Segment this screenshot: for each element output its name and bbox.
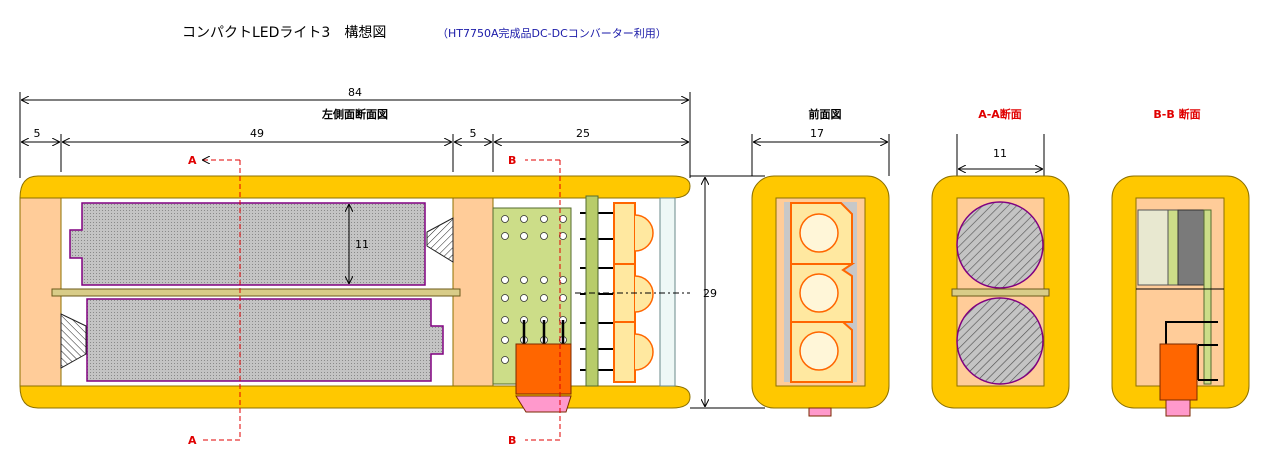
side-view-title: 左側面断面図 [321,107,388,121]
spring-top [426,217,454,263]
dimension-head-label: 25 [576,127,590,140]
dimension-segments [22,134,688,172]
led-array [613,202,654,383]
dimension-front-width-label: 17 [810,127,824,140]
section-mark-a-bottom: A [188,434,197,447]
section-line-a [203,160,241,441]
spring-bottom [60,313,87,369]
dimension-front-width [751,134,890,176]
dimension-aa-width-label: 11 [993,147,1007,160]
dimension-gap-label: 5 [470,127,477,140]
drawing-subtitle: （HT7750A完成品DC-DCコンバーター利用） [437,26,667,40]
dimension-battery-label: 49 [250,127,264,140]
section-mark-b-top: B [508,154,516,167]
front-view [751,175,890,417]
dimension-total-label: 84 [348,86,362,99]
section-mark-a-top: A [188,154,197,167]
section-mark-b-bottom: B [508,434,516,447]
dimension-aa-width [956,134,1045,176]
front-lens [659,197,676,387]
battery-top [69,202,426,286]
aa-section [931,175,1070,409]
drawing-title: コンパクトLEDライト3 構想図 [182,25,386,41]
dcdc-converter [515,343,572,395]
battery-bottom [86,298,444,382]
led-board [585,195,599,387]
dimension-total [19,92,691,178]
section-line-b [525,159,561,441]
dimension-height-label: 29 [703,287,717,300]
bb-view-title: B-B 断面 [1153,107,1200,121]
switch-button [515,395,572,413]
bb-section [1111,175,1250,417]
separator-plate [51,288,461,297]
front-view-title: 前面図 [809,107,842,121]
aa-view-title: A-A断面 [978,107,1022,121]
dimension-battery-dia-label: 11 [355,238,369,251]
dimension-end-left-label: 5 [34,127,41,140]
